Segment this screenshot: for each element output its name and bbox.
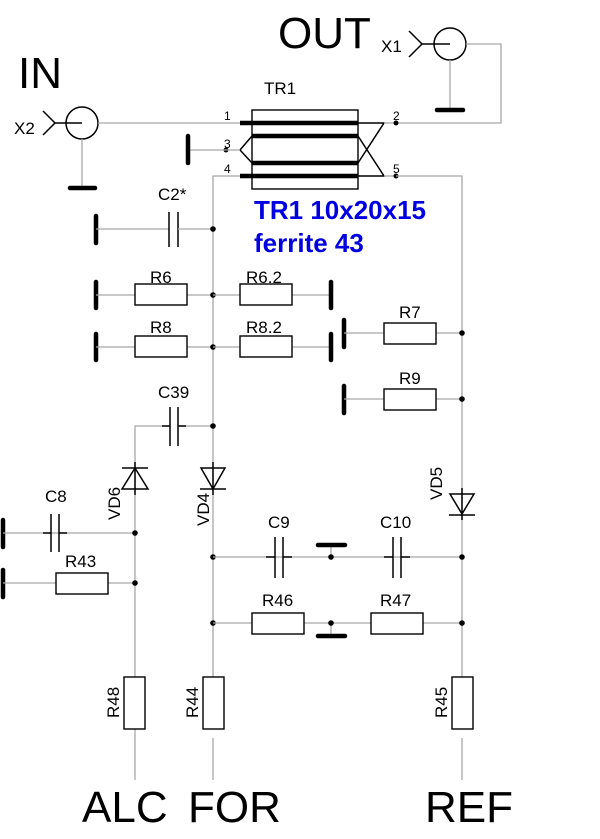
capacitor-c10: C10 <box>380 513 465 578</box>
svg-text:R7: R7 <box>399 303 421 322</box>
svg-text:R44: R44 <box>183 687 202 718</box>
svg-text:C8: C8 <box>45 487 67 506</box>
pin-5: 5 <box>393 162 400 176</box>
pin-3: 3 <box>224 137 231 151</box>
resistor-r8: R8 <box>93 318 216 363</box>
capacitor-c9: C9 <box>210 513 462 578</box>
capacitor-c39: C39 <box>134 383 216 463</box>
port-label-for: FOR <box>188 783 281 832</box>
svg-text:VD5: VD5 <box>427 467 446 500</box>
capacitor-c8: C8 <box>0 487 138 552</box>
diode-vd4: VD4 <box>194 462 227 526</box>
svg-text:C2*: C2* <box>158 185 187 204</box>
svg-text:R8.2: R8.2 <box>246 318 282 337</box>
svg-text:R47: R47 <box>380 591 411 610</box>
svg-text:C10: C10 <box>380 513 411 532</box>
svg-text:R43: R43 <box>65 552 96 571</box>
svg-text:R46: R46 <box>262 591 293 610</box>
svg-text:R8: R8 <box>150 318 172 337</box>
resistor-r46: R46 <box>210 591 462 635</box>
svg-text:R9: R9 <box>399 369 421 388</box>
capacitor-c2: C2* <box>93 185 216 247</box>
resistor-r43: R43 <box>0 552 138 600</box>
svg-text:VD6: VD6 <box>105 487 124 520</box>
port-label-out: OUT <box>278 9 371 58</box>
port-label-in: IN <box>18 49 62 98</box>
connector-x2: X2 <box>14 106 240 191</box>
svg-text:R48: R48 <box>104 687 123 718</box>
resistor-r47: R47 <box>370 591 465 635</box>
diode-vd5: VD5 <box>427 467 476 520</box>
svg-text:VD4: VD4 <box>194 493 213 526</box>
pin-4: 4 <box>224 162 231 176</box>
resistor-r45: R45 <box>432 676 474 730</box>
resistor-r9: R9 <box>341 369 465 416</box>
resistor-r6-2: R6.2 <box>213 268 334 311</box>
svg-text:C9: C9 <box>268 513 290 532</box>
svg-text:C39: C39 <box>158 383 189 402</box>
port-label-alc: ALC <box>82 783 168 832</box>
svg-text:X2: X2 <box>14 119 35 138</box>
resistor-r8-2: R8.2 <box>213 318 334 363</box>
svg-text:TR1: TR1 <box>264 79 296 98</box>
transformer-tr1: TR1 1 2 3 4 5 <box>185 79 400 190</box>
pin-1: 1 <box>224 109 231 123</box>
connector-x1: X1 <box>381 27 502 124</box>
transformer-note-core: TR1 10x20x15 <box>254 195 426 225</box>
transformer-note-material: ferrite 43 <box>254 228 364 258</box>
port-label-ref: REF <box>425 783 513 832</box>
pin-2: 2 <box>393 109 400 123</box>
svg-text:R6: R6 <box>150 268 172 287</box>
resistor-r6: R6 <box>93 268 216 311</box>
diode-vd6: VD6 <box>105 462 150 780</box>
resistor-r48: R48 <box>104 676 146 730</box>
svg-text:X1: X1 <box>381 37 402 56</box>
resistor-r44: R44 <box>183 676 225 730</box>
svg-text:R45: R45 <box>432 687 451 718</box>
svg-text:R6.2: R6.2 <box>246 268 282 287</box>
resistor-r7: R7 <box>341 303 465 350</box>
